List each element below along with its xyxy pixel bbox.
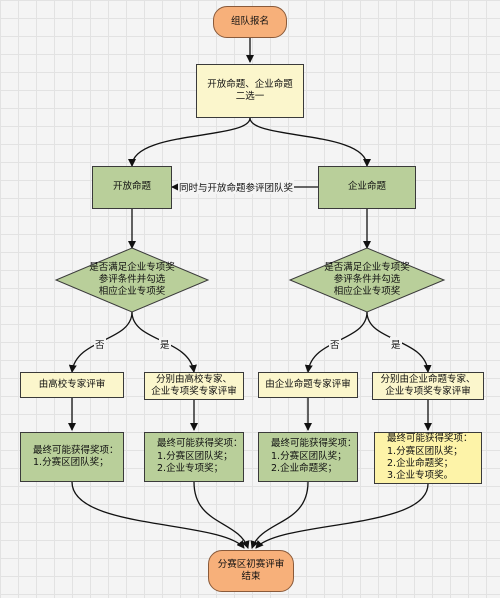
result-d-node: 最终可能获得奖项： 1.分赛区团队奖； 2.企业命题奖； 3.企业专项奖。 bbox=[374, 432, 482, 484]
edge-result-d-end bbox=[255, 483, 429, 549]
start-node: 组队报名 bbox=[213, 6, 287, 38]
decision-right-shape bbox=[288, 247, 446, 313]
edge-result-a-end bbox=[71, 481, 245, 549]
right-no-label: 否 bbox=[329, 337, 341, 351]
decision-left-shape bbox=[54, 247, 210, 313]
edge-choose-open bbox=[128, 117, 251, 167]
open-topic-node: 开放命题 bbox=[92, 166, 172, 209]
review-d-node: 分别由企业命题专家、 企业专项奖专家评审 bbox=[372, 372, 484, 400]
right-yes-label: 是 bbox=[390, 337, 402, 351]
review-c-node: 由企业命题专家评审 bbox=[258, 372, 358, 398]
cross-edge-label: 同时与开放命题参评团队奖 bbox=[178, 180, 295, 194]
left-no-label: 否 bbox=[94, 337, 106, 351]
decision-right-label: 是否满足企业专项奖 参评条件并勾选 相应企业专项奖 bbox=[324, 262, 410, 297]
enterprise-topic-node: 企业命题 bbox=[318, 166, 416, 209]
choose-topic-node: 开放命题、企业命题 二选一 bbox=[196, 64, 304, 118]
edge-result-b-end bbox=[193, 481, 250, 549]
edge-choose-enterprise bbox=[249, 117, 371, 167]
end-node: 分赛区初赛评审 结束 bbox=[208, 550, 294, 592]
result-c-node: 最终可能获得奖项： 1.分赛区团队奖； 2.企业命题奖； bbox=[258, 432, 358, 482]
decision-left-label: 是否满足企业专项奖 参评条件并勾选 相应企业专项奖 bbox=[89, 262, 175, 297]
review-b-node: 分别由高校专家、 企业专项奖专家评审 bbox=[144, 372, 244, 400]
review-a-node: 由高校专家评审 bbox=[20, 372, 124, 398]
left-yes-label: 是 bbox=[159, 337, 171, 351]
edge-result-c-end bbox=[250, 481, 309, 549]
result-a-node: 最终可能获得奖项： 1.分赛区团队奖； bbox=[20, 432, 124, 482]
result-b-node: 最终可能获得奖项： 1.分赛区团队奖； 2.企业专项奖； bbox=[144, 432, 244, 482]
